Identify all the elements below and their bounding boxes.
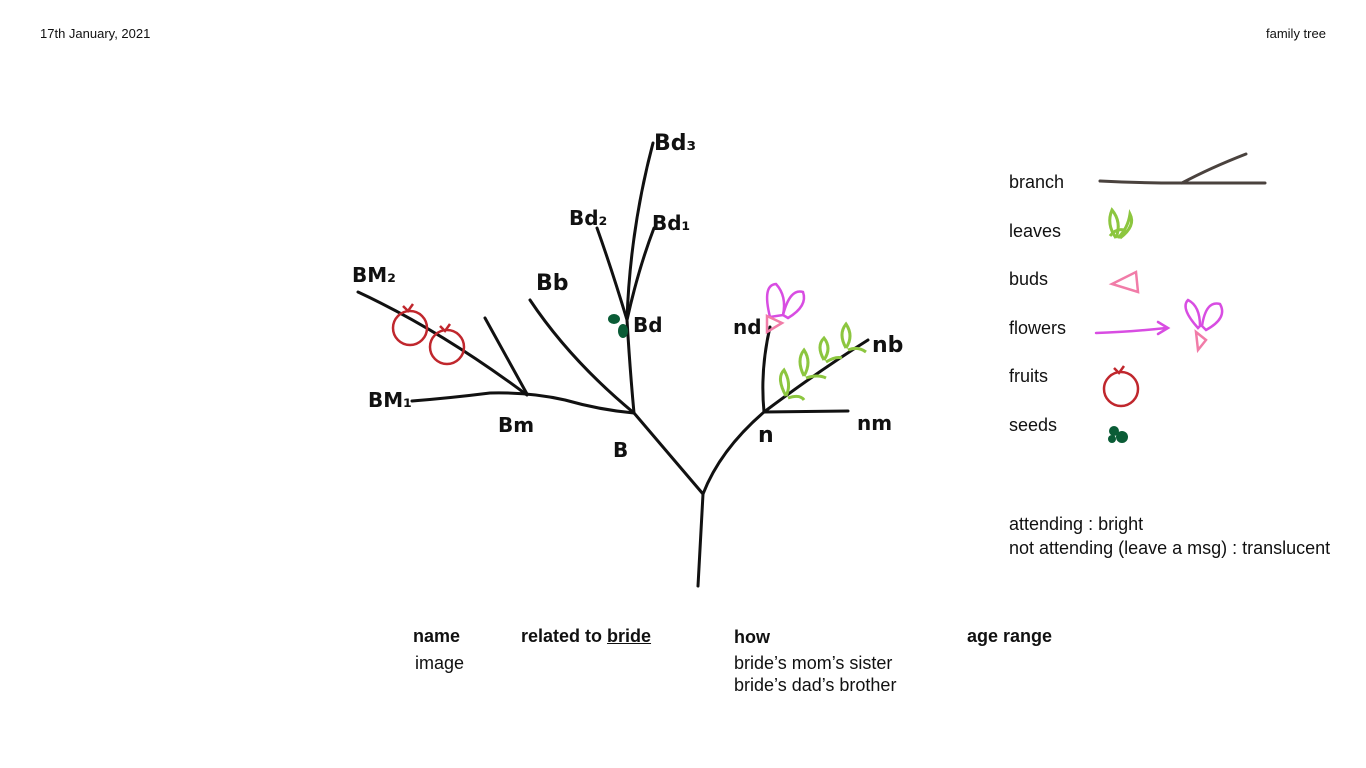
page-title: family tree (1266, 26, 1326, 41)
arrow-icon (1094, 320, 1171, 336)
branch-nb (762, 338, 870, 414)
apple-icon (391, 303, 429, 347)
leaf-icon (825, 356, 843, 364)
legend-label-branch: branch (1009, 172, 1065, 192)
legend-label-fruits: fruits (1009, 366, 1049, 386)
branch-bm2 (356, 290, 529, 397)
branch-bm-twig (483, 316, 529, 396)
label-n: n (758, 423, 774, 448)
date-label: 17th January, 2021 (40, 26, 151, 41)
bud-icon (765, 314, 785, 335)
name-cell: image (415, 653, 465, 673)
leaf-icon (847, 346, 867, 354)
legend-label-flowers: flowers (1009, 318, 1067, 338)
leaf-icon (798, 347, 810, 377)
branch-bd3 (625, 141, 655, 322)
legend-label-seeds: seeds (1009, 415, 1058, 435)
label-bd2: Bd₂ (569, 206, 607, 230)
leaf-icon (779, 367, 791, 397)
label-nb: nb (872, 333, 903, 358)
flower-icon (765, 282, 806, 320)
attending-note: attending : bright (1009, 514, 1144, 534)
related-prefix: related to (521, 626, 608, 646)
fruits (391, 303, 466, 366)
leaf-icon (818, 335, 830, 361)
tree-labels: BM₂ BM₁ Bm Bb Bd₂ Bd₁ Bd₃ Bd B nd nb n n… (352, 131, 903, 462)
label-b: B (613, 438, 628, 462)
legend-icons (1094, 152, 1267, 443)
label-bm1: BM₁ (368, 388, 412, 412)
trunk (696, 492, 705, 588)
branch-icon (1098, 152, 1267, 185)
column-related: related to bride (521, 626, 651, 647)
label-bm: Bm (498, 413, 534, 437)
leaf-icon (805, 374, 827, 380)
tree-branches (356, 141, 870, 588)
label-bm2: BM₂ (352, 263, 396, 287)
branch-nd (761, 325, 772, 414)
branch-bb (528, 298, 636, 415)
column-age-range: age range (967, 626, 1053, 646)
branch-to-b (632, 411, 705, 496)
seed-icon (608, 314, 628, 338)
not-attending-note: not attending (leave a msg) : translucen… (1009, 538, 1331, 558)
leaf-icon (787, 394, 806, 401)
leaf-icon (840, 321, 852, 349)
legend-label-buds: buds (1009, 269, 1049, 289)
leaves (779, 321, 867, 401)
branch-bd2 (595, 226, 629, 322)
bride-link[interactable]: bride (607, 626, 652, 646)
apple-icon (1102, 365, 1140, 408)
how-cell-2: bride’s dad’s brother (734, 675, 897, 695)
bud-icon (1194, 329, 1208, 354)
attendance-note: attending : bright not attending (leave … (1009, 512, 1330, 560)
legend-label-leaves: leaves (1009, 221, 1062, 241)
branch-nm (762, 409, 850, 414)
leaf-icon (1108, 207, 1134, 240)
branch-bm-main (410, 391, 636, 415)
label-nm: nm (857, 411, 892, 435)
apple-icon (428, 323, 466, 366)
bud-icon (1108, 270, 1140, 294)
branch-bd1 (625, 226, 656, 322)
label-bd1: Bd₁ (652, 211, 690, 235)
branch-to-n (701, 410, 766, 496)
label-bd: Bd (633, 313, 663, 337)
flower-icon (1184, 298, 1224, 332)
how-cell-1: bride’s mom’s sister (734, 653, 893, 673)
label-nd: nd (733, 315, 762, 339)
label-bd3: Bd₃ (654, 131, 696, 156)
column-name: name (413, 626, 461, 646)
column-how: how (734, 627, 770, 647)
seed-icon (1108, 426, 1128, 443)
label-bb: Bb (536, 271, 569, 296)
